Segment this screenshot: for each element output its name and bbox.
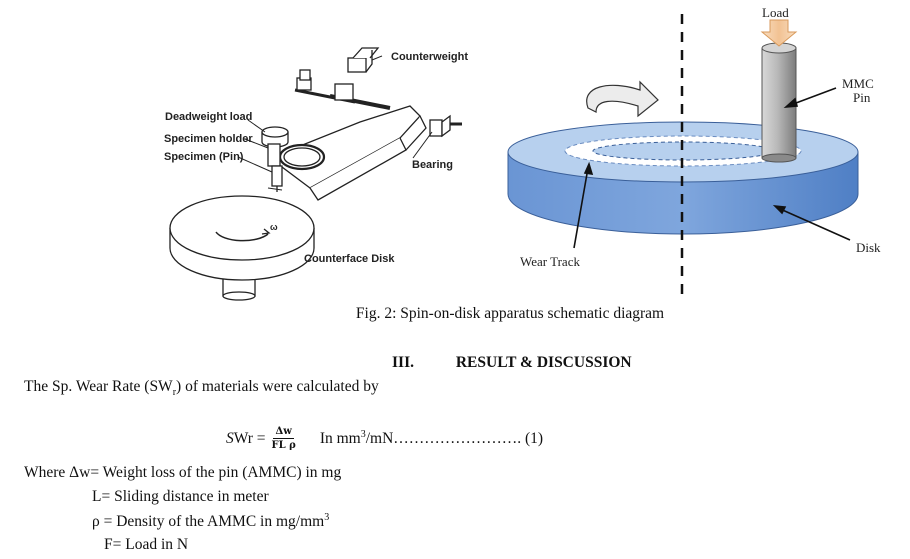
definition-load: F= Load in N bbox=[104, 536, 189, 553]
eq-fraction: Δw FL ρ bbox=[272, 426, 296, 451]
eq-numerator: Δw bbox=[273, 426, 294, 439]
spin-on-disk-schematic: Load MMC Pin Disk Wear Track bbox=[507, 5, 881, 300]
counterface-disk-label: Counterface Disk bbox=[304, 253, 395, 265]
eq-units: In mm3/mN……………………. (1) bbox=[320, 429, 543, 448]
pin-label: Pin bbox=[853, 90, 871, 105]
definition-sliding-distance: L= Sliding distance in meter bbox=[92, 488, 269, 505]
intro-after: ) of materials were calculated by bbox=[176, 378, 379, 395]
intro-sentence: The Sp. Wear Rate (SWr) of materials wer… bbox=[24, 378, 379, 398]
wear-rate-equation: SWr = Δw FL ρ In mm3/mN……………………. (1) bbox=[226, 426, 543, 451]
omega-label: ω bbox=[270, 222, 278, 232]
intro-sub: r bbox=[172, 387, 177, 399]
apparatus-line-drawing: Counterweight Deadweight load Specimen h… bbox=[164, 47, 468, 301]
definition-density: ρ = Density of the AMMC in mg/mm3 bbox=[92, 512, 329, 531]
mmc-label: MMC bbox=[842, 76, 874, 91]
disk-label: Disk bbox=[856, 240, 881, 255]
counterweight-label: Counterweight bbox=[391, 51, 468, 63]
intro-before: The Sp. Wear Rate (SW bbox=[24, 378, 173, 395]
section-title: RESULT & DISCUSSION bbox=[455, 354, 632, 371]
eq-lhs-italic: S bbox=[226, 429, 234, 447]
definition-density-text: ρ = Density of the AMMC in mg/mm bbox=[92, 513, 325, 531]
wear-track bbox=[564, 135, 802, 167]
counterface-disk bbox=[169, 195, 315, 301]
eq-units-sup: 3 bbox=[360, 428, 366, 440]
mmc-pin bbox=[761, 42, 797, 163]
load-label: Load bbox=[762, 5, 789, 20]
definition-density-sup: 3 bbox=[324, 512, 330, 523]
eq-units-prefix: In mm bbox=[319, 430, 361, 448]
eq-units-suffix: /mN……………………. (1) bbox=[365, 430, 544, 448]
eq-lhs-rest: Wr = bbox=[233, 429, 266, 447]
rotation-arrow-icon bbox=[586, 80, 659, 118]
bearing-label: Bearing bbox=[412, 159, 453, 171]
load-arrow-icon bbox=[760, 19, 798, 47]
section-number: III. bbox=[392, 354, 414, 371]
specimen-pin-label: Specimen (Pin) bbox=[164, 151, 244, 163]
definition-weight-loss: Where Δw= Weight loss of the pin (AMMC) … bbox=[24, 464, 342, 481]
loading-arm bbox=[268, 47, 462, 201]
specimen-holder-label: Specimen holder bbox=[164, 133, 253, 145]
section-heading: III. RESULT & DISCUSSION bbox=[392, 354, 632, 372]
eq-denominator: FL ρ bbox=[271, 440, 296, 451]
wear-track-label: Wear Track bbox=[520, 254, 580, 269]
deadweight-load-label: Deadweight load bbox=[165, 111, 252, 123]
specimen-assembly bbox=[261, 126, 289, 192]
figure-caption: Fig. 2: Spin-on-disk apparatus schematic… bbox=[355, 305, 665, 322]
